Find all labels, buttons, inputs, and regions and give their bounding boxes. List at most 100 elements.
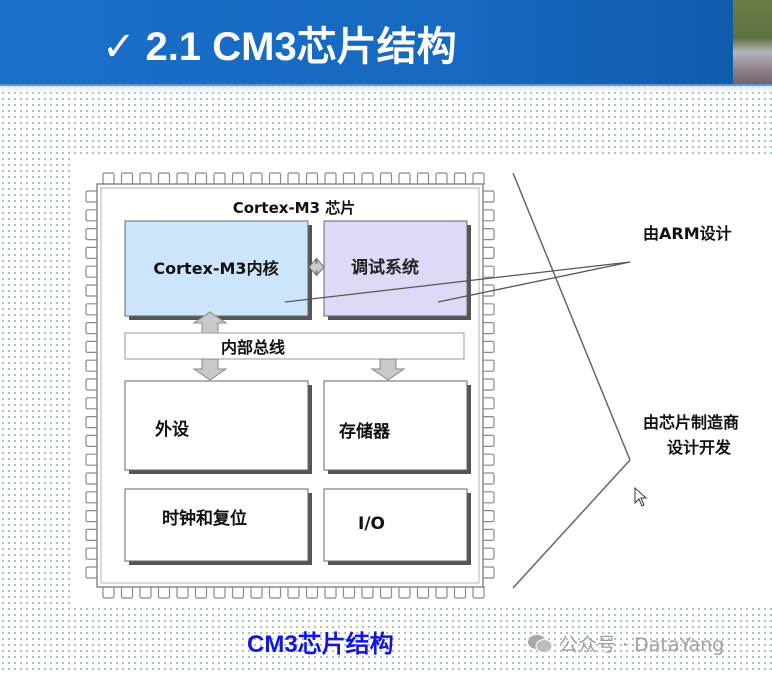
chip-pin	[342, 585, 356, 599]
chip-diagram: Cortex-M3 芯片 Cortex-M3内核 调试系统 内部总线 外设 存储…	[85, 172, 739, 599]
chip-pin	[176, 585, 189, 599]
watermark-text: 公众号 · DataYang	[559, 634, 725, 656]
chip-pin	[213, 585, 226, 599]
bus-to-peripherals-arrow	[192, 358, 228, 381]
chip-pin	[481, 227, 495, 241]
presenter-photo	[733, 0, 772, 84]
chip-pin	[85, 265, 99, 278]
chip-pin	[398, 172, 411, 186]
memory-block	[323, 380, 468, 471]
mouse-cursor-icon	[634, 487, 648, 507]
chip-pin	[481, 453, 495, 466]
chip-pin	[194, 585, 208, 599]
chip-pin	[176, 172, 189, 186]
chip-pin	[379, 172, 393, 186]
debug-block	[323, 220, 468, 317]
chip-pin	[472, 585, 485, 599]
memory-label: 存储器	[339, 421, 391, 442]
header-shadow	[0, 86, 772, 94]
chip-pin	[157, 585, 171, 599]
vendor-bracket-lower-line	[512, 459, 631, 589]
annotation-vendor-line1: 由芯片制造商	[643, 413, 739, 432]
debug-label: 调试系统	[351, 257, 419, 278]
chip-pin	[268, 172, 282, 186]
chip-pin	[481, 303, 495, 316]
chip-pin	[481, 265, 495, 278]
chip-pin	[481, 397, 495, 410]
chip-pin	[342, 172, 356, 186]
vendor-bracket-upper-line	[512, 172, 631, 461]
figure-caption: CM3芯片结构	[247, 631, 394, 658]
chip-pin	[435, 172, 448, 186]
chip-pin	[120, 172, 134, 186]
bus-to-core-arrow	[192, 311, 228, 334]
chip-pin	[213, 172, 226, 186]
chip-pin	[398, 585, 411, 599]
chip-pin	[481, 246, 495, 260]
chip-pin	[85, 566, 99, 579]
chip-pin	[305, 172, 319, 186]
chip-pin	[435, 585, 448, 599]
chip-pin	[481, 472, 495, 485]
io-block	[323, 488, 468, 562]
peripherals-block	[124, 380, 309, 471]
chip-pin	[361, 585, 374, 599]
clock-reset-label: 时钟和复位	[162, 508, 247, 529]
chip-pin	[85, 246, 99, 260]
chip-pin	[85, 491, 99, 504]
chip-pin	[231, 585, 245, 599]
chip-pin	[231, 172, 245, 186]
chip-pin	[481, 378, 495, 391]
chip-pin	[157, 172, 171, 186]
chip-pin	[85, 303, 99, 316]
chip-pin	[481, 416, 495, 429]
chip-pin	[85, 227, 99, 241]
chip-pin	[472, 172, 485, 186]
chip-pin	[481, 491, 495, 504]
chip-pin	[85, 322, 99, 335]
chip-pin	[85, 359, 99, 372]
chip-pin	[379, 585, 393, 599]
chip-label: Cortex-M3 芯片	[233, 199, 356, 217]
slide-title: ✓2.1 CM3芯片结构	[102, 14, 457, 72]
chip-inner-outline	[100, 187, 480, 584]
chip-pin	[287, 585, 300, 599]
arm-pointer-line-debug	[437, 261, 631, 303]
core-label: Cortex-M3内核	[153, 259, 278, 278]
chip-pin	[453, 172, 467, 186]
bus-to-memory-arrow	[370, 358, 406, 381]
annotation-vendor-line2: 设计开发	[667, 438, 732, 457]
chip-pin	[102, 585, 115, 599]
chip-pin	[85, 434, 99, 447]
internal-bus	[124, 332, 465, 360]
peripherals-label: 外设	[155, 419, 189, 440]
chip-pin	[481, 510, 495, 523]
watermark: 公众号 · DataYang	[527, 630, 724, 657]
chip-pin	[481, 322, 495, 335]
io-label: I/O	[358, 514, 385, 534]
chip-pin	[85, 528, 99, 541]
chip-pin	[85, 397, 99, 410]
chip-pin	[85, 472, 99, 485]
bus-label: 内部总线	[221, 338, 285, 357]
chip-pin	[481, 359, 495, 372]
chip-pin	[85, 190, 99, 203]
chip-pin	[102, 172, 115, 186]
chip-pin	[194, 172, 208, 186]
chip-pin	[250, 585, 263, 599]
chip-pin	[453, 585, 467, 599]
chip-pin	[139, 172, 152, 186]
chip-pin	[85, 510, 99, 523]
core-block	[124, 220, 309, 317]
slide-header	[0, 0, 772, 86]
chip-pin	[85, 547, 99, 560]
chip-pin	[85, 340, 99, 353]
chip-pin	[305, 585, 319, 599]
core-debug-arrow	[308, 257, 325, 277]
chip-pin	[85, 378, 99, 391]
chip-pin	[250, 172, 263, 186]
chip-pin	[361, 172, 374, 186]
chip-pins	[85, 172, 495, 599]
chip-pin	[416, 172, 430, 186]
chip-pin	[481, 190, 495, 203]
